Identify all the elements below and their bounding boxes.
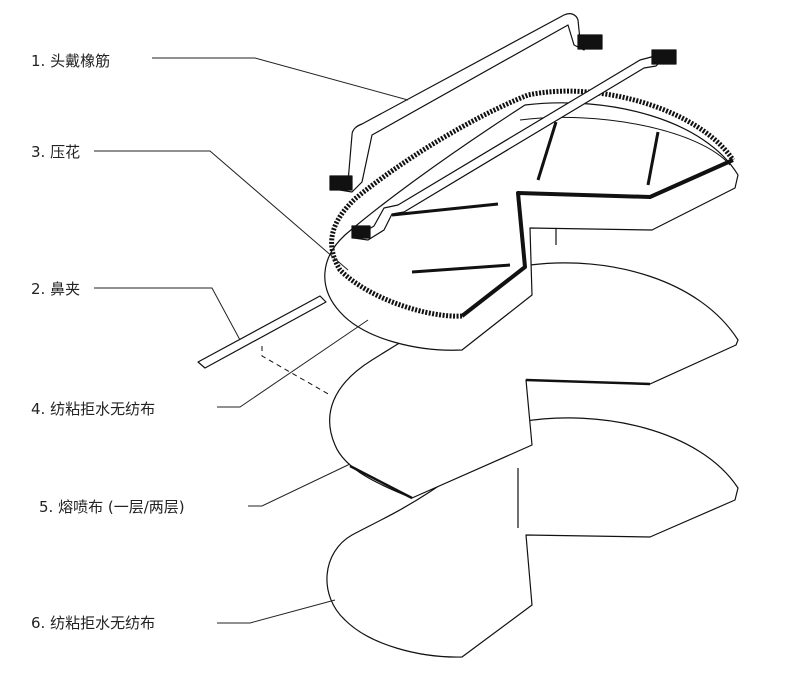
label-nose-clip: 2. 鼻夹 [31, 280, 80, 298]
headband-front-strap [351, 49, 677, 241]
outer-layer-shape [324, 102, 739, 351]
label-headband: 1. 头戴橡筋 [31, 52, 110, 70]
assembly-dashed-line [261, 346, 331, 396]
inner-layer-shape [326, 417, 739, 658]
label-meltblown: 5. 熔喷布 (一层/两层) [39, 498, 185, 516]
leader-lines [94, 57, 409, 624]
label-outer-layer: 4. 纺粘拒水无纺布 [31, 400, 155, 418]
headband-rear-strap [329, 13, 603, 193]
embossing-bars [391, 121, 660, 274]
label-inner-layer: 6. 纺粘拒水无纺布 [31, 614, 155, 632]
label-embossing: 3. 压花 [31, 143, 80, 161]
nose-clip-shape [197, 295, 327, 369]
